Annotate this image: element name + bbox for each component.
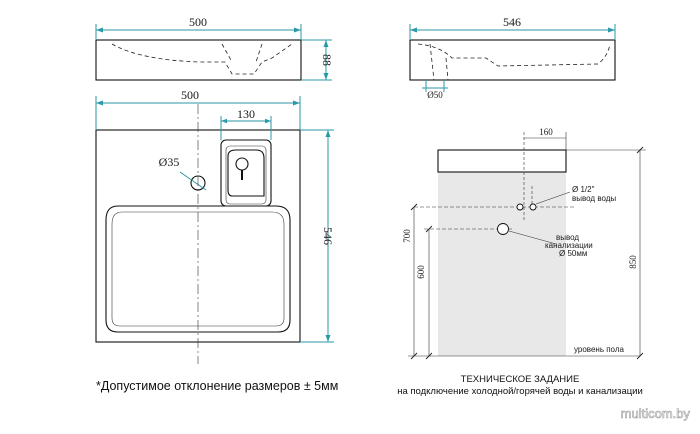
front-view-outline: [95, 39, 302, 81]
arrow-up: [325, 130, 331, 137]
tap-hole: [235, 157, 249, 171]
drain-label-2: канализации: [545, 241, 593, 250]
arrow-left: [96, 27, 103, 33]
plan-width-label: 500: [181, 88, 199, 102]
arrow-left: [410, 27, 417, 33]
h600-label: 600: [416, 265, 426, 279]
spec-title: ТЕХНИЧЕСКОЕ ЗАДАНИЕ: [461, 374, 580, 385]
drain-label-3: Ø 50мм: [559, 249, 587, 258]
arrow-right: [293, 100, 300, 106]
drain-label-1: вывод: [556, 233, 579, 242]
floor-label: уровень пола: [574, 345, 625, 354]
plan-depth-label: 546: [321, 227, 335, 245]
basin-bowl: [105, 205, 291, 333]
basin-inner-edge: [111, 211, 285, 327]
front-view-basin-contour: [111, 43, 293, 75]
arrow-down: [323, 73, 329, 80]
arrow-left: [96, 100, 103, 106]
front-width-label: 500: [189, 15, 207, 29]
water-label-size: Ø 1/2": [572, 185, 595, 194]
water-leader: [535, 191, 571, 205]
water-outlet-left: [516, 203, 524, 211]
tap-recess: [227, 149, 265, 197]
tolerance-note: *Допустимое отклонение размеров ± 5мм: [96, 379, 338, 393]
arrow-right: [265, 118, 271, 124]
outlet-label: Ø50: [427, 90, 443, 100]
h850-tick-top: [636, 146, 644, 154]
sink-profile: [437, 149, 567, 173]
h700-tick-bottom: [410, 352, 418, 360]
tap-block-inner: [225, 145, 267, 205]
drain-leader: [508, 230, 557, 245]
front-view-tap-contour: [221, 43, 263, 63]
side-view-outline: [409, 39, 616, 81]
arrow-right: [608, 27, 615, 33]
arrow-right: [294, 27, 301, 33]
side-view-outlet-contour: [429, 43, 449, 81]
water-outlet-right: [529, 203, 537, 211]
tap-width-label: 130: [237, 107, 255, 121]
wall-zone: [438, 172, 566, 356]
arrow-up: [323, 40, 329, 47]
side-view: 546 Ø50: [409, 15, 616, 100]
h850-tick-bottom: [636, 352, 644, 360]
h600-tick-bottom: [425, 352, 433, 360]
h700-label: 700: [402, 229, 412, 243]
hole-label: Ø35: [159, 155, 180, 169]
h600-tick-top: [425, 225, 433, 233]
h850-label: 850: [628, 255, 638, 269]
hole-leader: [179, 171, 207, 191]
offset-label: 160: [539, 127, 553, 137]
installation-scheme: 160 Ø 1/2" вывод воды вывод канализации …: [402, 127, 646, 360]
side-width-label: 546: [503, 15, 521, 29]
arrow-down: [325, 335, 331, 342]
plan-view: Ø35 500 130 546: [95, 88, 335, 364]
arrow-left: [221, 118, 227, 124]
tap-block: [220, 139, 272, 207]
spec-subtitle: на подключение холодной/горячей воды и к…: [397, 386, 643, 397]
front-view: 500 88: [95, 15, 334, 81]
water-label-text: вывод воды: [572, 194, 616, 203]
front-height-label: 88: [320, 54, 334, 66]
side-view-basin-contour: [417, 43, 611, 67]
watermark: multicom.by: [621, 406, 691, 421]
h700-tick-top: [410, 203, 418, 211]
drain-outlet: [497, 223, 509, 235]
